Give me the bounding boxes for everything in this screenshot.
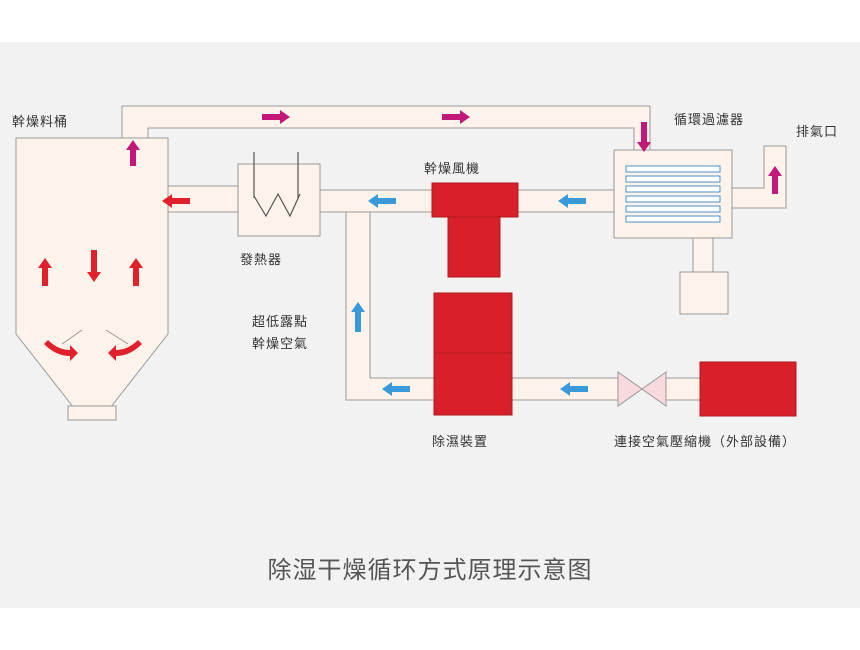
label-filter: 循環過濾器 (674, 113, 744, 128)
heater (237, 163, 321, 237)
red-arrow (38, 194, 190, 361)
magenta-arrow (126, 110, 782, 194)
air-compressor (699, 361, 797, 417)
dehumidifier-lower (433, 352, 513, 416)
filter-grille-icon (625, 165, 721, 223)
hopper-nozzle-right (105, 329, 129, 345)
hopper-nozzle-left (61, 329, 83, 345)
label-dehumidifier: 除濕裝置 (432, 435, 488, 450)
blue-arrow (351, 194, 588, 396)
valve-icon (617, 371, 667, 407)
filter-drain-pipe (692, 235, 714, 275)
label-compressor: 連接空氣壓縮機（外部設備） (614, 434, 796, 450)
label-exhaust: 排氣口 (796, 125, 838, 140)
diagram-caption: 除湿干燥循环方式原理示意图 (268, 556, 593, 584)
label-blower: 幹燥風機 (424, 161, 480, 177)
label-dry-air-line1: 超低露點 (252, 315, 308, 330)
blower-housing (447, 216, 501, 278)
dehumidifier-upper (433, 292, 513, 354)
filter-drain-tank (679, 271, 729, 315)
label-dry-air-line2: 幹燥空氣 (252, 336, 308, 352)
heater-coil-icon (253, 152, 301, 218)
hopper-outlet (67, 405, 117, 421)
circulation-filter (613, 149, 733, 239)
blower-motor (431, 182, 519, 218)
pipe-valve-compressor (664, 377, 704, 401)
label-heater: 發熱器 (240, 253, 282, 268)
label-hopper: 幹燥料桶 (12, 114, 68, 130)
